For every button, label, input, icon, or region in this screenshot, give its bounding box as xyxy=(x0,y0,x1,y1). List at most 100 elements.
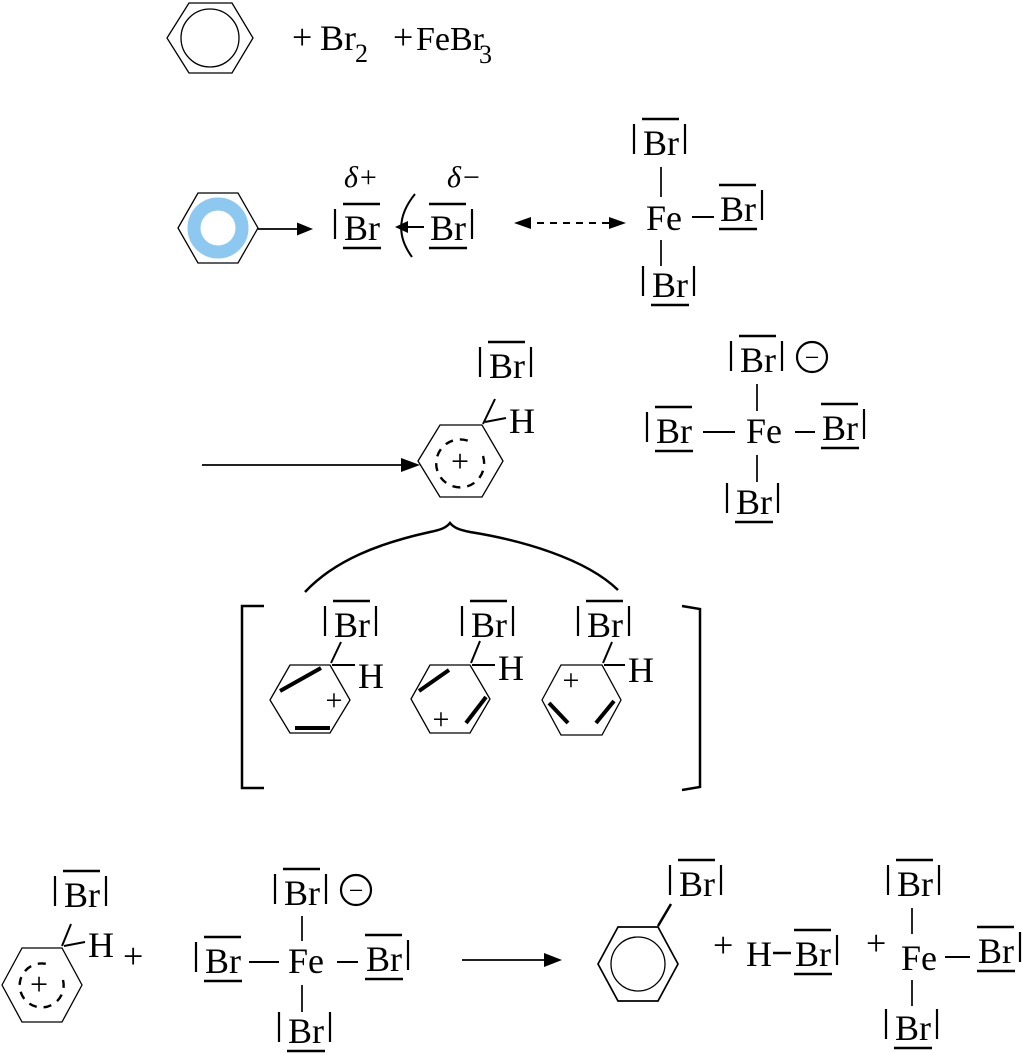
step2-row: + Br H Br − Br Fe Br xyxy=(202,334,866,524)
left-bracket xyxy=(240,604,264,790)
br-label: Br xyxy=(344,208,380,248)
reaction-arrow xyxy=(462,953,562,967)
plus-sign: + xyxy=(292,17,312,57)
aromatic-circle xyxy=(610,936,666,992)
double-bond xyxy=(547,701,570,725)
ring-hexagon xyxy=(1,947,83,1023)
bond-to-h xyxy=(63,941,86,947)
arenium-ion: + Br H xyxy=(417,340,535,498)
curved-electron-arrow-head xyxy=(395,221,408,233)
double-bond xyxy=(417,668,451,693)
febr-label: FeBr xyxy=(416,21,485,58)
reaction-arrow xyxy=(258,222,313,236)
benzene-hexagon xyxy=(166,2,254,74)
febr4-anion: Br − Br Fe Br Br xyxy=(645,334,866,524)
polarized-bromine: δ+ δ− Br Br xyxy=(333,161,481,258)
br-label: Br xyxy=(652,265,688,305)
febr3-structure: Br Fe Br Br xyxy=(884,858,1022,1050)
reactants-row: + Br 2 + FeBr 3 xyxy=(166,2,492,74)
br-label: Br xyxy=(736,482,772,522)
arenium-ion: + Br H xyxy=(1,869,114,1023)
ring-hexagon xyxy=(410,664,491,734)
br-label: Br xyxy=(897,864,933,904)
positive-charge: + xyxy=(433,703,450,736)
arrow-head-right xyxy=(609,217,626,229)
h-label: H xyxy=(746,934,772,974)
br-label: Br xyxy=(740,340,776,380)
charge-circle xyxy=(795,340,829,374)
fe-label: Fe xyxy=(746,411,782,451)
benzene-hexagon xyxy=(597,926,679,1002)
subscript-3: 3 xyxy=(479,40,492,69)
plus-sign: + xyxy=(123,936,143,976)
step1-row: δ+ δ− Br Br Br xyxy=(177,117,764,307)
br-label: Br xyxy=(822,408,858,448)
bond-to-h xyxy=(484,417,507,423)
resonance-dashed-arrow xyxy=(514,217,626,229)
aromatic-circle xyxy=(180,8,240,68)
reaction-arrow xyxy=(202,458,420,472)
final-step-row: + Br H + Br − Br Fe Br xyxy=(1,858,1022,1053)
ring-hexagon xyxy=(541,664,622,736)
ring-hexagon xyxy=(417,424,504,498)
benzene-highlighted xyxy=(177,192,259,264)
fe-label: Fe xyxy=(901,938,937,978)
br-label: Br xyxy=(320,18,356,58)
positive-charge: + xyxy=(326,684,343,717)
double-bond xyxy=(464,695,488,725)
right-bracket xyxy=(681,604,702,792)
br-label: Br xyxy=(288,1011,324,1051)
double-bond xyxy=(594,699,616,725)
plus-sign: + xyxy=(866,923,886,963)
resonance-structure-3: + Br H xyxy=(541,599,654,736)
double-bond xyxy=(279,666,322,693)
h-label: H xyxy=(628,650,654,690)
fe-label: Fe xyxy=(288,941,324,981)
br-label: Br xyxy=(284,873,320,913)
h-label: H xyxy=(498,648,524,688)
resonance-structure-1: + Br H xyxy=(269,599,384,734)
br-label: Br xyxy=(471,605,507,645)
br-label: Br xyxy=(334,605,370,645)
bond-to-br xyxy=(482,398,496,425)
br-label: Br xyxy=(430,208,466,248)
positive-charge: + xyxy=(563,664,580,697)
subscript-2: 2 xyxy=(355,39,368,68)
br-label: Br xyxy=(366,939,402,979)
br-label: Br xyxy=(587,605,623,645)
hbr-molecule: H Br xyxy=(746,928,839,976)
bond-to-br xyxy=(656,903,673,927)
br-label: Br xyxy=(720,189,756,229)
bromobenzene-molecule: Br xyxy=(597,858,723,1002)
br-label: Br xyxy=(643,123,679,163)
febr3-formula: FeBr 3 xyxy=(416,21,492,69)
bond-to-br xyxy=(61,923,72,947)
fe-label: Fe xyxy=(646,198,682,238)
benzene-molecule xyxy=(166,2,254,74)
br-label: Br xyxy=(656,411,692,451)
delocalized-dashed-circle xyxy=(18,962,65,1009)
h-label: H xyxy=(88,925,114,965)
charge-circle xyxy=(339,873,373,907)
br-label: Br xyxy=(978,931,1014,971)
febr4-anion: Br − Br Fe Br Br xyxy=(194,867,410,1053)
arrow-head xyxy=(297,222,313,236)
resonance-section: + Br H + Br H + xyxy=(240,521,702,792)
h-label: H xyxy=(358,656,384,696)
resonance-structure-2: + Br H xyxy=(410,599,524,736)
br-label: Br xyxy=(795,934,831,974)
br-label: Br xyxy=(205,941,241,981)
h-label: H xyxy=(509,401,535,441)
delta-plus-label: δ+ xyxy=(344,161,378,194)
resonance-brace xyxy=(304,521,619,593)
negative-charge: − xyxy=(349,876,364,905)
br-label: Br xyxy=(679,864,715,904)
br-label: Br xyxy=(64,875,100,915)
benzene-hexagon xyxy=(177,192,259,264)
ring-hexagon xyxy=(269,664,351,734)
br-label: Br xyxy=(895,1008,931,1048)
positive-charge: + xyxy=(30,966,48,1002)
bond-to-br xyxy=(602,641,613,664)
